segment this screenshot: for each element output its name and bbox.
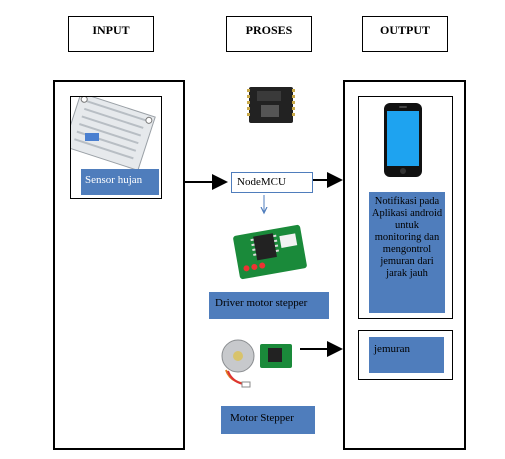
- driver-motor-stepper-text: Driver motor stepper: [215, 297, 308, 309]
- output-inner-box-top: Notifikasi pada Aplikasi android untuk m…: [358, 96, 453, 319]
- nodemcu-label: NodeMCU: [231, 172, 313, 193]
- rain-sensor-image: [71, 97, 156, 171]
- output-header-label: OUTPUT: [379, 23, 430, 37]
- motor-stepper-label: Motor Stepper: [221, 406, 315, 434]
- nodemcu-text: NodeMCU: [237, 176, 286, 188]
- nodemcu-board-image: [247, 87, 295, 123]
- proses-header: PROSES: [226, 16, 312, 52]
- sensor-hujan-label: Sensor hujan: [81, 169, 159, 195]
- motor-stepper-text: Motor Stepper: [230, 412, 294, 424]
- stepper-motor-image: [221, 339, 292, 388]
- notifikasi-text: Notifikasi pada Aplikasi android untuk m…: [371, 196, 443, 279]
- notifikasi-label: Notifikasi pada Aplikasi android untuk m…: [369, 192, 445, 313]
- sensor-hujan-text: Sensor hujan: [85, 174, 143, 186]
- proses-header-label: PROSES: [245, 23, 293, 37]
- jemuran-text: jemuran: [374, 343, 411, 355]
- input-header-label: INPUT: [92, 23, 130, 37]
- jemuran-label: jemuran: [369, 337, 444, 373]
- stepper-driver-image: [233, 224, 307, 280]
- driver-motor-stepper-label: Driver motor stepper: [209, 292, 329, 319]
- input-header: INPUT: [68, 16, 154, 52]
- input-inner-box: Sensor hujan: [70, 96, 162, 199]
- output-header: OUTPUT: [362, 16, 448, 52]
- smartphone-icon: [384, 103, 422, 177]
- output-inner-box-bottom: jemuran: [358, 330, 453, 380]
